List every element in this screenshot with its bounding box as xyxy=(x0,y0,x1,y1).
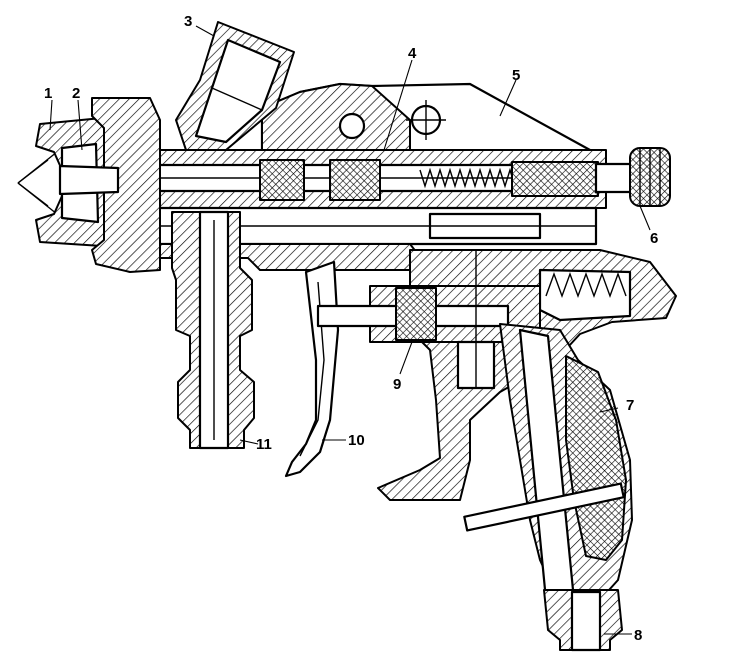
label-6: 6 xyxy=(650,230,658,247)
label-3: 3 xyxy=(184,13,192,30)
trigger xyxy=(284,260,340,478)
label-5: 5 xyxy=(512,67,520,84)
label-9: 9 xyxy=(393,376,401,393)
gun-body-housing xyxy=(260,82,592,164)
label-1: 1 xyxy=(44,85,52,102)
air-cap xyxy=(35,97,161,273)
hose-fitting xyxy=(543,589,623,652)
spray-cone xyxy=(17,147,63,219)
air-inlet-fitting xyxy=(171,210,255,450)
leader-lines xyxy=(49,25,651,635)
label-10: 10 xyxy=(348,432,365,449)
label-8: 8 xyxy=(634,627,642,644)
callout-labels: 1 2 3 4 5 6 7 8 9 10 11 xyxy=(44,13,658,644)
label-11: 11 xyxy=(256,436,272,453)
adjustment-knob xyxy=(594,147,671,207)
label-2: 2 xyxy=(72,85,80,102)
label-7: 7 xyxy=(626,397,634,414)
label-4: 4 xyxy=(408,45,417,62)
